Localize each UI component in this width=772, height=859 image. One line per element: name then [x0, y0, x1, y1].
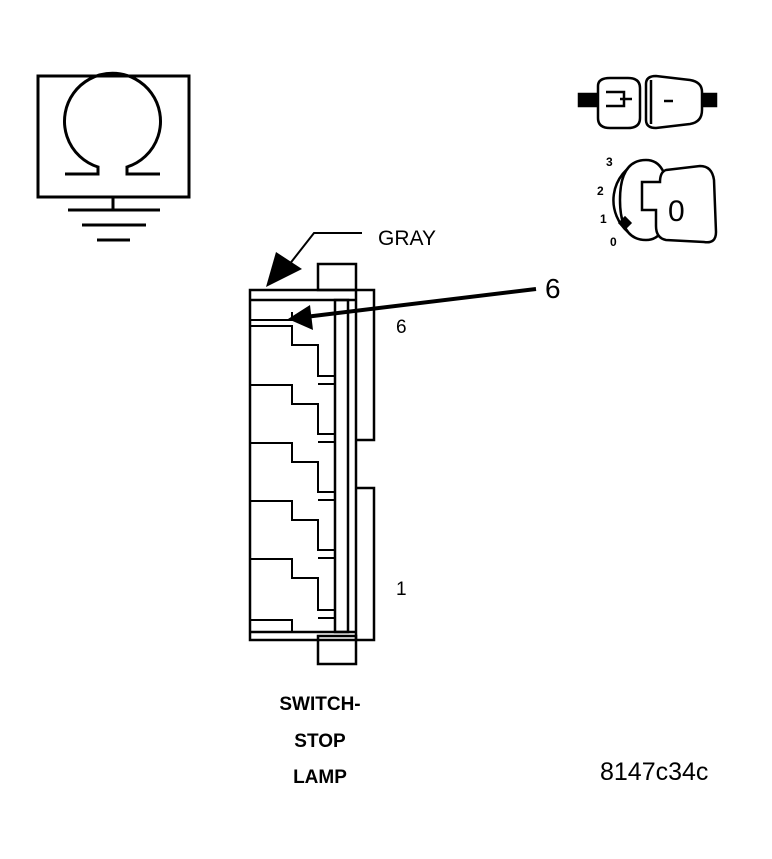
- ohmmeter-icon: [36, 71, 191, 199]
- ground-symbol-icon: [68, 197, 160, 242]
- wire-color-label: GRAY: [378, 227, 436, 250]
- component-name-line: SWITCH-: [279, 694, 360, 715]
- figure-id-label: 8147c34c: [600, 758, 708, 786]
- component-name-line: LAMP: [293, 767, 347, 788]
- dial-position-label: 0: [610, 235, 617, 249]
- key-position-label: 0: [668, 195, 685, 228]
- pointer-pin-label: 6: [545, 273, 561, 304]
- terminal-cavities: [250, 312, 335, 632]
- gray-wire-callout-leader: [266, 232, 362, 287]
- dial-position-label: 3: [606, 155, 613, 169]
- connector-disconnected-icon: [577, 74, 718, 130]
- ignition-key-off-icon: [612, 158, 718, 244]
- component-name-line: STOP: [294, 731, 346, 752]
- dial-position-label: 2: [597, 184, 604, 198]
- pin-bottom-label: 1: [396, 579, 407, 600]
- dial-position-label: 1: [600, 212, 607, 226]
- connector-body: [248, 262, 376, 666]
- pin-top-label: 6: [396, 317, 407, 338]
- pin-6-pointer-arrow: [288, 287, 537, 330]
